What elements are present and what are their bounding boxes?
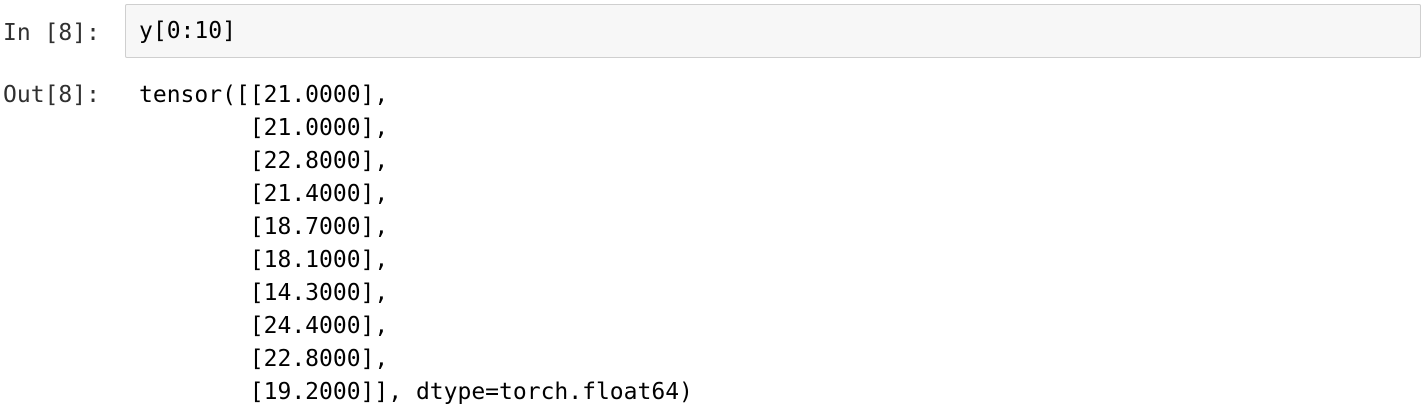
output-line: [22.8000],: [139, 148, 389, 174]
input-row: In [8]: y[0:10]: [0, 4, 1425, 62]
output-line: [22.8000],: [139, 346, 389, 372]
output-line: [14.3000],: [139, 280, 389, 306]
output-line: [19.2000]], dtype=torch.float64): [139, 379, 693, 405]
input-prompt: In [8]:: [3, 20, 100, 46]
output-prompt: Out[8]:: [3, 82, 100, 108]
output-line: tensor([[21.0000],: [139, 82, 389, 108]
code-input-editor[interactable]: y[0:10]: [125, 4, 1421, 58]
output-area: tensor([[21.0000], [21.0000], [22.8000],…: [139, 80, 1419, 410]
output-line: [21.0000],: [139, 115, 389, 141]
output-line: [24.4000],: [139, 313, 389, 339]
code-input-text[interactable]: y[0:10]: [139, 18, 236, 44]
output-line: [18.1000],: [139, 247, 389, 273]
output-line: [21.4000],: [139, 181, 389, 207]
output-line: [18.7000],: [139, 214, 389, 240]
